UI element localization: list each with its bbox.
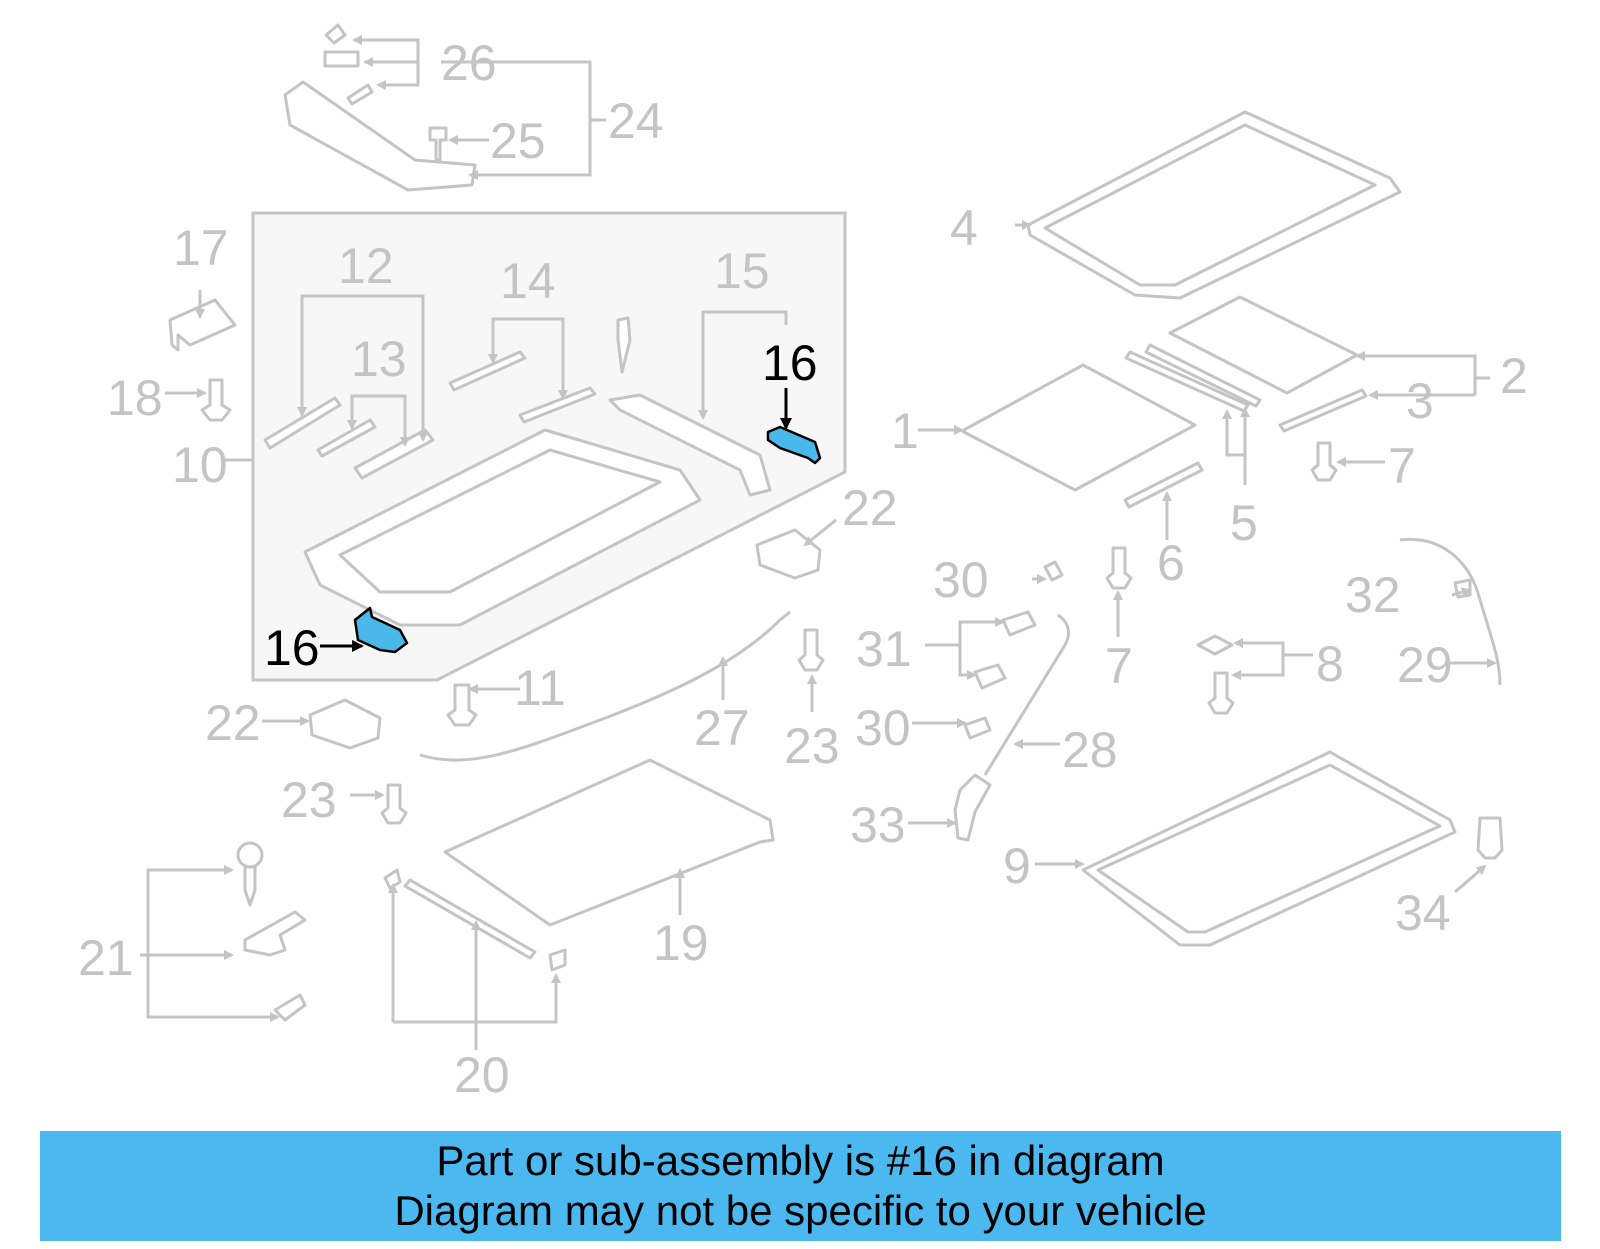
callout-22-lower: 22 <box>205 695 261 751</box>
banner-disclaimer-line: Diagram may not be specific to your vehi… <box>394 1187 1207 1234</box>
callout-22-upper: 22 <box>842 480 898 536</box>
callout-34: 34 <box>1395 885 1451 941</box>
sunshade <box>403 758 775 960</box>
callout-10: 10 <box>172 437 228 493</box>
callout-14: 14 <box>500 253 556 309</box>
callout-23-right: 23 <box>784 718 840 774</box>
callout-24: 24 <box>608 93 664 149</box>
callout-1: 1 <box>891 403 919 459</box>
drain-hose-front <box>983 613 1070 776</box>
callout-8: 8 <box>1316 636 1344 692</box>
guide-rails <box>263 316 632 480</box>
weatherstrips <box>1123 343 1368 509</box>
callout-27: 27 <box>694 700 750 756</box>
callout-19: 19 <box>653 915 709 971</box>
callout-26: 26 <box>441 35 497 91</box>
callout-21: 21 <box>78 930 134 986</box>
callout-20: 20 <box>454 1047 510 1103</box>
callout-7-right: 7 <box>1388 438 1416 494</box>
callout-25: 25 <box>490 113 546 169</box>
callout-23-left: 23 <box>281 772 337 828</box>
callout-3: 3 <box>1406 373 1434 429</box>
callout-11: 11 <box>514 660 566 716</box>
callout-4: 4 <box>950 200 978 256</box>
callout-15: 15 <box>714 243 770 299</box>
part-16-lower[interactable] <box>353 606 409 654</box>
callout-30-upper: 30 <box>933 552 989 608</box>
callout-13: 13 <box>351 331 407 387</box>
callout-9: 9 <box>1003 838 1031 894</box>
callout-28: 28 <box>1062 722 1118 778</box>
callout-17: 17 <box>173 220 229 276</box>
callout-7-lower: 7 <box>1105 638 1133 694</box>
banner-part-line: Part or sub-assembly is #16 in diagram <box>436 1137 1165 1184</box>
callout-6: 6 <box>1157 535 1185 591</box>
callout-16-lower: 16 <box>264 620 320 676</box>
callout-29: 29 <box>1397 637 1453 693</box>
callout-labels: 1 2 3 4 5 6 7 7 8 9 10 11 12 13 14 15 16… <box>78 35 1528 1103</box>
callout-33: 33 <box>850 797 906 853</box>
callout-32: 32 <box>1345 567 1401 623</box>
part-16-upper[interactable] <box>766 425 822 465</box>
callout-16-upper: 16 <box>762 335 818 391</box>
hardware <box>168 298 1504 1022</box>
drive-cable <box>419 610 791 762</box>
callout-30-lower: 30 <box>855 700 911 756</box>
drain-hose-rear <box>1399 537 1502 686</box>
callout-2: 2 <box>1500 348 1528 404</box>
callout-31: 31 <box>856 621 912 677</box>
callout-12: 12 <box>338 238 394 294</box>
leader-lines <box>140 35 1497 1050</box>
sunroof-frame <box>303 393 772 627</box>
callout-5: 5 <box>1230 495 1258 551</box>
glass-panels <box>960 110 1457 947</box>
callout-18: 18 <box>107 370 163 426</box>
info-banner: Part or sub-assembly is #16 in diagram D… <box>40 1131 1561 1241</box>
